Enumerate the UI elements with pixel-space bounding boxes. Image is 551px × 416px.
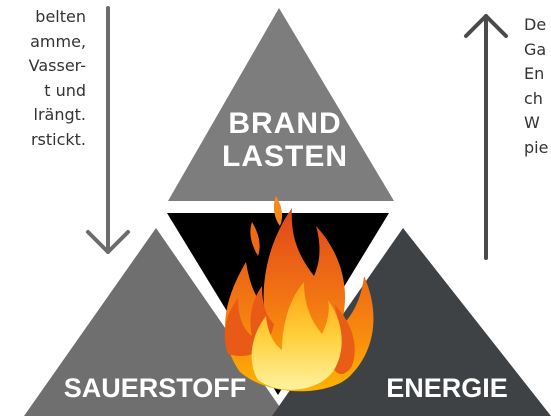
flame-icon	[224, 196, 374, 392]
right-paragraph-line: pie	[524, 137, 549, 157]
right-paragraph-line: En	[524, 64, 545, 84]
left-paragraph-line: Vasser-	[28, 56, 86, 76]
right-paragraph-line: ch	[524, 88, 543, 108]
top-triangle	[168, 8, 394, 201]
left-triangle	[24, 228, 286, 416]
left-paragraph: belten amme, Vasser- t und lrängt. rstic…	[29, 5, 86, 153]
left-paragraph-line: t und	[44, 80, 86, 100]
right-paragraph-line: Ga	[524, 39, 547, 59]
arrow-down-icon	[86, 6, 130, 254]
top-triangle-label-line1: BRAND	[228, 107, 341, 140]
right-triangle-label: ENERGIE	[386, 373, 508, 403]
left-paragraph-line: lrängt.	[33, 105, 86, 125]
left-paragraph-line: amme,	[30, 31, 86, 51]
right-paragraph-line: W	[524, 113, 540, 133]
left-triangle-label: SAUERSTOFF	[64, 373, 247, 403]
top-triangle-label-line2: LASTEN	[222, 140, 348, 173]
left-paragraph-line: rstickt.	[30, 129, 86, 149]
right-paragraph: De Ga En ch W pie	[524, 13, 548, 161]
arrow-up-icon	[464, 14, 508, 260]
right-paragraph-line: De	[524, 15, 547, 34]
left-paragraph-line: belten	[35, 7, 86, 26]
